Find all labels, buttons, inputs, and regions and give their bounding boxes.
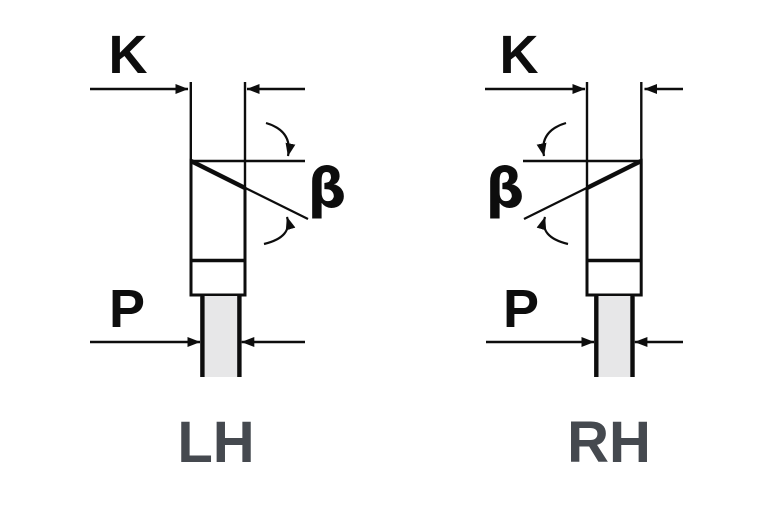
lh-bevel-angle-label: β [308, 157, 347, 220]
rh-bevel-angle-label: β [486, 157, 525, 220]
rh-figure: K β P RH [485, 25, 683, 475]
rh-tooth-bevel-edge [586, 159, 643, 190]
lh-angle-arc-upper-arrow-icon [265, 121, 296, 157]
rh-tooth-tip [585, 158, 643, 297]
rh-angle-arc-lower-arrow-icon [536, 216, 569, 246]
rh-saw-plate [594, 296, 635, 377]
rh-angle-arc-upper-arrow-icon [536, 121, 567, 157]
rh-plate-label: P [503, 279, 539, 339]
rh-variant-label: RH [567, 410, 651, 475]
rh-kerf-label: K [500, 25, 539, 85]
lh-plate-label: P [109, 279, 145, 339]
lh-kerf-label: K [109, 25, 148, 85]
lh-tooth-bevel-edge [190, 159, 246, 190]
lh-tooth-tip [189, 158, 247, 297]
lh-figure: K β P LH [90, 25, 346, 475]
lh-variant-label: LH [177, 410, 254, 475]
lh-saw-plate [200, 296, 242, 377]
lh-angle-arc-lower-arrow-icon [263, 216, 296, 246]
